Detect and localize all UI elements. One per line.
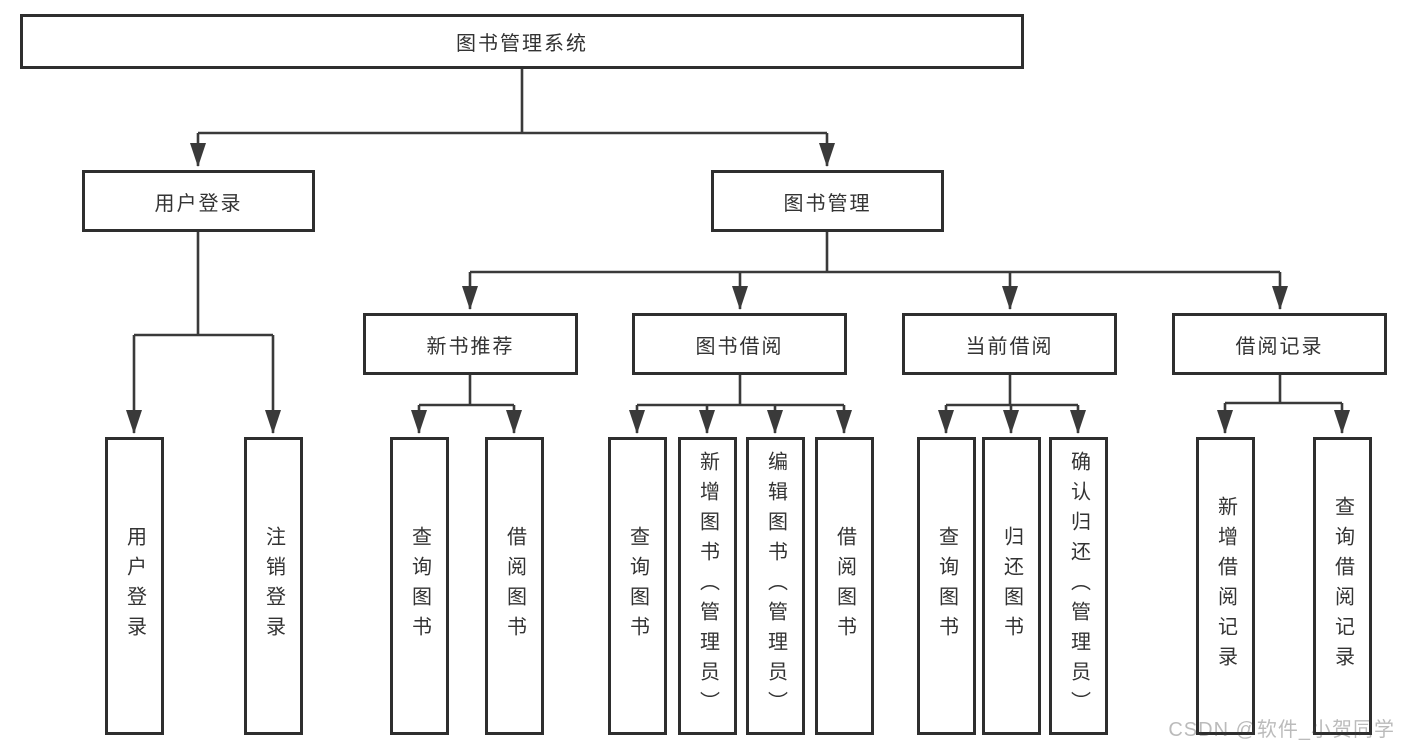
leaf-return-book: 归还图书	[982, 437, 1041, 735]
leaf-query-books-2: 查询图书	[608, 437, 667, 735]
node-book-management: 图书管理	[711, 170, 944, 232]
node-current-borrowing: 当前借阅	[902, 313, 1117, 375]
node-current-borrowing-label: 当前借阅	[965, 335, 1054, 358]
leaf-edit-book-admin: 编辑图书（管理员）	[746, 437, 805, 735]
leaf-borrow-books-label: 借阅图书	[503, 526, 526, 646]
node-book-management-label: 图书管理	[783, 192, 872, 215]
node-library-system-label: 图书管理系统	[456, 33, 588, 55]
leaf-query-borrow-record: 查询借阅记录	[1313, 437, 1372, 735]
leaf-confirm-return-admin-label: 确认归还（管理员）	[1067, 451, 1090, 721]
leaf-query-borrow-record-label: 查询借阅记录	[1331, 496, 1354, 676]
leaf-query-books-3-label: 查询图书	[935, 526, 958, 646]
leaf-return-book-label: 归还图书	[1000, 526, 1023, 646]
leaf-query-books: 查询图书	[390, 437, 449, 735]
leaf-logout-label: 注销登录	[262, 526, 285, 646]
node-book-borrowing-label: 图书借阅	[695, 335, 784, 358]
leaf-query-books-label: 查询图书	[408, 526, 431, 646]
leaf-add-book-admin-label: 新增图书（管理员）	[696, 451, 719, 721]
node-borrow-records-label: 借阅记录	[1235, 335, 1324, 358]
leaf-query-books-3: 查询图书	[917, 437, 976, 735]
node-user-login-label: 用户登录	[154, 192, 243, 215]
leaf-user-login: 用户登录	[105, 437, 164, 735]
node-new-book-recommend: 新书推荐	[363, 313, 578, 375]
leaf-query-books-2-label: 查询图书	[626, 526, 649, 646]
leaf-borrow-books-2: 借阅图书	[815, 437, 874, 735]
leaf-add-borrow-record-label: 新增借阅记录	[1214, 496, 1237, 676]
leaf-add-book-admin: 新增图书（管理员）	[678, 437, 737, 735]
leaf-confirm-return-admin: 确认归还（管理员）	[1049, 437, 1108, 735]
leaf-user-login-label: 用户登录	[123, 526, 146, 646]
leaf-logout: 注销登录	[244, 437, 303, 735]
node-new-book-recommend-label: 新书推荐	[426, 335, 515, 358]
leaf-add-borrow-record: 新增借阅记录	[1196, 437, 1255, 735]
leaf-edit-book-admin-label: 编辑图书（管理员）	[764, 451, 787, 721]
node-borrow-records: 借阅记录	[1172, 313, 1387, 375]
leaf-borrow-books: 借阅图书	[485, 437, 544, 735]
node-library-system: 图书管理系统	[20, 14, 1024, 69]
node-book-borrowing: 图书借阅	[632, 313, 847, 375]
leaf-borrow-books-2-label: 借阅图书	[833, 526, 856, 646]
node-user-login: 用户登录	[82, 170, 315, 232]
csdn-watermark: CSDN @软件_小贺同学	[1168, 719, 1395, 741]
